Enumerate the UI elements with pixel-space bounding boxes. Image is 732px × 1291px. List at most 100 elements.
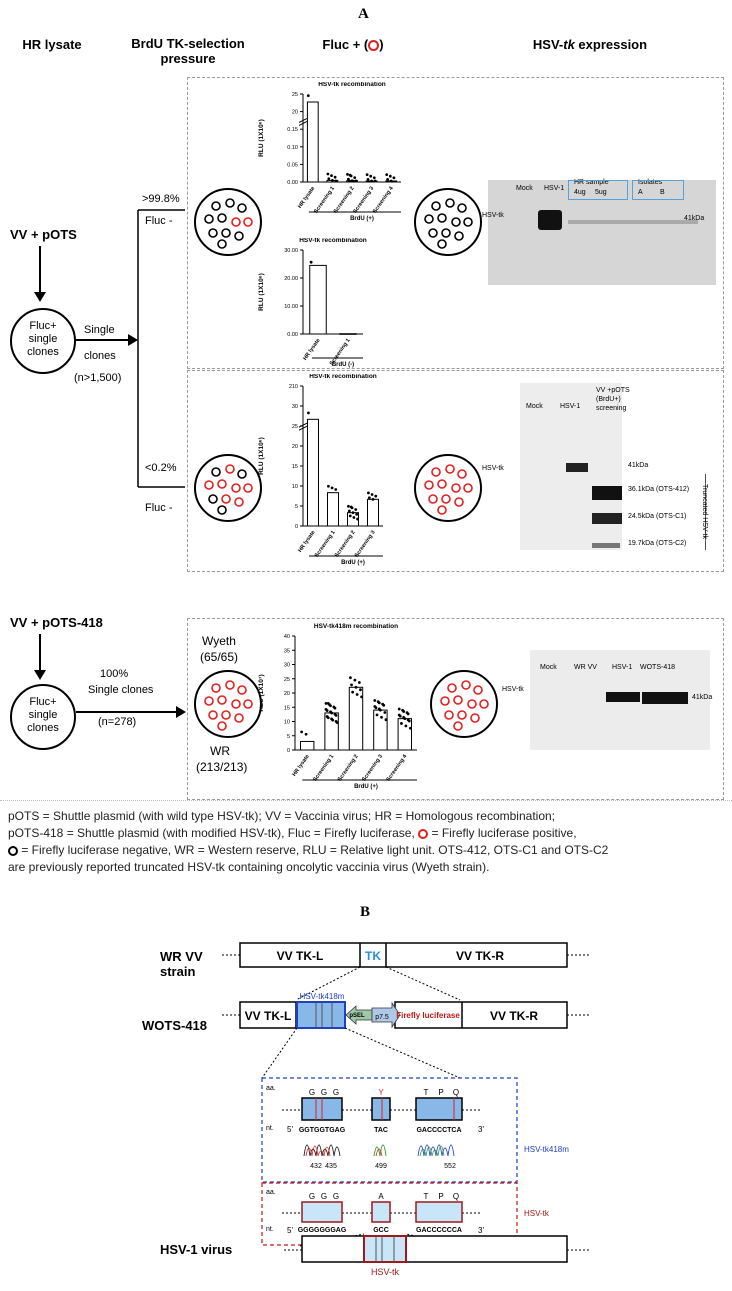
y-tick-label: 10 (284, 720, 290, 726)
nt-top-2: GACCCCTCA (416, 1127, 461, 1134)
blot2-kda-36: 36.1kDa (OTS-412) (628, 486, 690, 493)
header-fluc-plus: Fluc + () (322, 37, 384, 52)
data-point (406, 718, 410, 722)
data-point (351, 690, 355, 694)
blot3-lane-hsv1: HSV-1 (612, 664, 633, 671)
dashed-box-fluc-minus-top (187, 77, 724, 369)
chart-title: HSV-tk recombination (309, 374, 377, 380)
data-point (376, 700, 380, 704)
data-point (371, 497, 375, 501)
x-tick-label: Screening 2 (334, 530, 357, 559)
y-tick-label: 15 (292, 464, 298, 470)
group-label: BrdU (+) (350, 216, 374, 222)
data-point (331, 179, 334, 182)
data-point (360, 695, 363, 699)
blot1-band-label: HSV-tk (482, 212, 504, 219)
pos-top-3: 552 (444, 1163, 456, 1170)
data-point (355, 693, 359, 696)
data-point (354, 685, 358, 689)
figure-caption: pOTS = Shuttle plasmid (with wild type H… (8, 809, 609, 874)
data-point (347, 509, 351, 513)
y-tick-label: 0 (295, 524, 298, 530)
n-count: (n>1,500) (74, 372, 122, 384)
chart-title: HSV-tk recombination (299, 238, 367, 244)
aa-top-1: G (321, 1088, 327, 1097)
pos-top-2: 499 (375, 1163, 387, 1170)
fluc-minus-bottom: Fluc - (145, 502, 173, 514)
data-point (373, 705, 377, 708)
firefly-label: Firefly luciferase (396, 1011, 460, 1020)
aa-top-4: T (424, 1088, 429, 1097)
blot2-lane-mock: Mock (526, 403, 543, 410)
data-point (346, 173, 349, 176)
single-clones-label-2: clones (84, 350, 116, 362)
data-point (367, 496, 371, 500)
y-tick-label: 5 (295, 504, 298, 510)
wyeth-label: Wyeth (202, 634, 236, 648)
bar (306, 101, 319, 183)
data-point (375, 713, 379, 717)
pos-top-0: 432 (310, 1163, 322, 1170)
single-clones-label: Single (84, 324, 115, 336)
y-tick-label: 0.15 (287, 127, 298, 133)
panel-a-letter: A (358, 6, 369, 22)
header-hsv-tk-expression: HSV-tk expression (532, 37, 648, 52)
blot1-lane-b: B (660, 189, 665, 196)
wyeth-count: (65/65) (200, 650, 239, 664)
x-tick-label: Screening 3 (361, 754, 384, 783)
data-point (309, 260, 313, 264)
data-point (324, 707, 328, 711)
data-point (388, 174, 392, 178)
data-point (374, 494, 378, 498)
data-point (330, 174, 333, 177)
data-point (384, 718, 388, 722)
data-point (366, 178, 370, 181)
y-tick-label: 0.10 (287, 145, 298, 151)
wr-label: WR (210, 744, 230, 758)
western-blot-3 (530, 650, 710, 750)
bar (299, 740, 315, 751)
aa-top-5: P (438, 1088, 443, 1097)
aa-top-6: Q (453, 1088, 459, 1097)
data-point (329, 710, 332, 714)
blot1-lane-isolates: Isolates (638, 179, 663, 186)
y-tick-label: 20 (292, 110, 298, 116)
y-tick-label: 0.00 (287, 332, 298, 338)
pct-top: >99.8% (142, 193, 180, 205)
bracket-hr-sample (568, 180, 628, 200)
y-tick-label: 35 (284, 648, 290, 654)
data-point (351, 179, 355, 183)
blot2-lane-hsv1: HSV-1 (560, 403, 581, 410)
blot3-kda: 41kDa (692, 694, 713, 701)
x-tick-label: Screening 1 (314, 530, 337, 559)
vv-tk-l-2: VV TK-L (245, 1009, 292, 1023)
data-point (372, 176, 376, 180)
header-brdu-pressure: BrdU TK-selection pressure (131, 36, 245, 66)
data-point (397, 713, 401, 717)
tk-label: TK (365, 949, 381, 963)
label-vv-pots418: VV + pOTS-418 (10, 615, 103, 630)
axis-break (298, 120, 308, 126)
pct-100: 100% (100, 668, 129, 680)
data-point (350, 683, 353, 687)
y-tick-label: 25 (284, 677, 290, 683)
blot1-band-hsv1 (538, 210, 562, 230)
y-tick-label: 210 (289, 384, 298, 390)
blot1-lane-mock: Mock (516, 185, 533, 192)
nt-bot-1: GCC (373, 1227, 389, 1234)
y-tick-label: 10 (292, 484, 298, 490)
data-point (370, 493, 374, 496)
y-tick-label: 15 (284, 705, 290, 711)
hsv-tk418m-side: HSV-tk418m (524, 1145, 569, 1154)
x-tick-label: Screening 4 (372, 185, 395, 215)
data-point (349, 505, 353, 509)
y-tick-label: 25 (292, 92, 298, 98)
panel-b-diagram: VV TK-L TK VV TK-R VV TK-L HSV-tk418m pS… (222, 942, 590, 1277)
data-point (348, 514, 352, 518)
blot1-lane-a: A (638, 189, 643, 196)
dashed-box-pots418 (187, 618, 724, 800)
bracket-isolates (632, 180, 684, 200)
data-point (348, 173, 352, 177)
